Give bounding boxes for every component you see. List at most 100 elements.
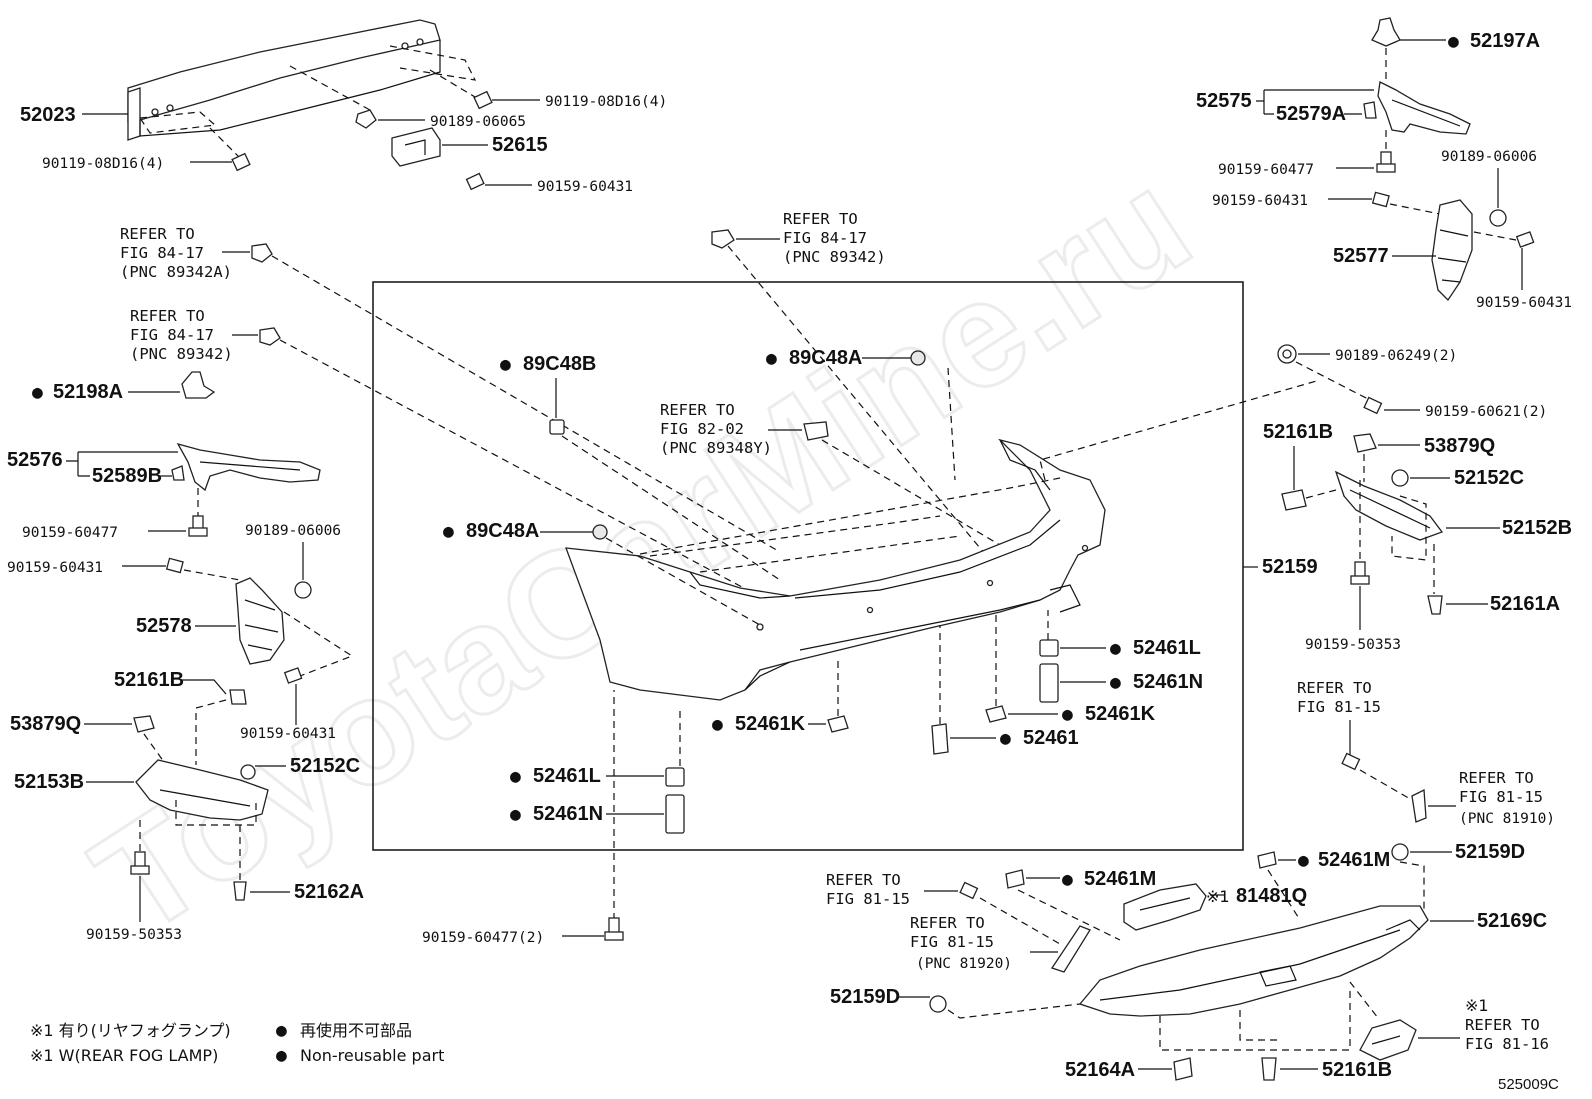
pad-52461k-a[interactable] — [827, 715, 849, 733]
label-90159-60431-right: 90159-60431 — [1212, 193, 1308, 209]
bolt-90159-60431-right[interactable] — [1371, 191, 1390, 208]
label-52579a: 52579A — [1276, 103, 1346, 125]
legend-nonreusable-en: Non-reusable part — [300, 1046, 444, 1065]
clip-52162a[interactable] — [233, 881, 247, 901]
label-90159-60477-2: 90159-60477(2) — [422, 930, 544, 946]
retainer-52576[interactable] — [176, 442, 321, 492]
refer-g-line1: REFER TO — [826, 871, 901, 889]
bolt-fig-81-15-right[interactable] — [1341, 752, 1361, 771]
label-90189-06065: 90189-06065 — [430, 114, 526, 130]
retainer-52198a[interactable] — [181, 371, 216, 399]
refer-f-line1: REFER TO — [1459, 769, 1534, 787]
label-90159-60431-left2: 90159-60431 — [240, 726, 336, 742]
clip-90189-06065[interactable] — [355, 109, 377, 129]
lower-cover-52169c[interactable] — [1078, 905, 1429, 1017]
label-52461l-b: 52461L — [1133, 637, 1201, 659]
bolt-90159-60477-right[interactable] — [1376, 151, 1396, 173]
label-52152c-right: 52152C — [1454, 467, 1524, 489]
nut-89c48b[interactable] — [549, 419, 565, 435]
label-52615: 52615 — [492, 134, 548, 156]
fog-lamp-fig-81-16[interactable] — [1359, 1019, 1417, 1061]
refer-a-line1: REFER TO — [120, 225, 195, 243]
label-90189-06006-right: 90189-06006 — [1441, 149, 1537, 165]
clip-52161b-right[interactable] — [1281, 489, 1307, 511]
bullet-52197a: ● — [1448, 31, 1459, 52]
refer-e-line1: REFER TO — [1297, 679, 1372, 697]
bolt-90119-08d16-right[interactable] — [473, 90, 493, 110]
pad-52461l-a[interactable] — [665, 767, 685, 787]
nut-90189-06006-left[interactable] — [294, 581, 312, 599]
bolt-90159-60477-2[interactable] — [604, 917, 624, 941]
label-90159-60477-left: 90159-60477 — [22, 525, 118, 541]
sensor-clip-89342-left[interactable] — [259, 327, 281, 346]
clip-53879q-right[interactable] — [1353, 433, 1377, 453]
clip-52589b[interactable] — [171, 465, 185, 481]
pad-52461m-right[interactable] — [1257, 851, 1277, 869]
pad-52461l-b[interactable] — [1039, 639, 1059, 657]
bolt-90159-50353-right[interactable] — [1350, 561, 1370, 585]
bracket-52577[interactable] — [1431, 199, 1473, 302]
bolt-90159-60621[interactable] — [1363, 396, 1383, 415]
bumper-cover-52159[interactable] — [565, 438, 1106, 701]
pad-52461[interactable] — [931, 723, 949, 755]
refer-c-line3: (PNC 89342) — [783, 248, 886, 266]
retainer-52197a[interactable] — [1371, 17, 1401, 47]
label-52461l-a: 52461L — [533, 765, 601, 787]
bolt-90159-60431-top[interactable] — [465, 172, 485, 191]
pad-52461n-b[interactable] — [1039, 663, 1059, 703]
label-52198a: 52198A — [53, 381, 123, 403]
legend-bullet-jp: ● — [276, 1020, 287, 1041]
label-81481q-prefix: ※1 — [1206, 887, 1230, 906]
clip-52161a[interactable] — [1427, 595, 1443, 615]
bolt-90159-60477-left[interactable] — [188, 515, 208, 537]
reinforcement-52023[interactable] — [127, 19, 441, 141]
clip-52161b-left[interactable] — [229, 689, 247, 705]
nut-89c48a-left[interactable] — [592, 524, 608, 540]
clip-52159d-middle[interactable] — [929, 995, 947, 1013]
label-52589b: 52589B — [92, 465, 162, 487]
label-81481q: 81481Q — [1236, 885, 1307, 907]
clip-53879q-left[interactable] — [133, 715, 155, 733]
clip-52159d-right[interactable] — [1391, 843, 1409, 861]
sensor-clip-89342-top[interactable] — [711, 229, 735, 249]
bracket-52615[interactable] — [391, 127, 441, 167]
nut-90189-06249[interactable] — [1277, 344, 1297, 364]
bullet-89c48b: ● — [500, 354, 511, 375]
retainer-52575[interactable] — [1377, 81, 1471, 135]
sensor-clip-89342a[interactable] — [251, 243, 273, 263]
label-53879q-left: 53879Q — [10, 713, 81, 735]
label-52023: 52023 — [20, 104, 76, 126]
sensor-89348y[interactable] — [803, 421, 829, 441]
label-52162a: 52162A — [294, 881, 364, 903]
clip-52161b-bottom[interactable] — [1261, 1057, 1277, 1081]
bracket-52578[interactable] — [235, 577, 285, 665]
bolt-90159-60431-left[interactable] — [165, 557, 184, 574]
fog-lamp-cover-81481q[interactable] — [1123, 883, 1207, 931]
pad-52461n-a[interactable] — [665, 794, 685, 834]
clip-52579a[interactable] — [1363, 101, 1377, 119]
bumper-seal-52152b[interactable] — [1334, 470, 1444, 541]
label-90119-08d16-right: 90119-08D16(4) — [545, 94, 667, 110]
refer-b-line1: REFER TO — [130, 307, 205, 325]
reflector-81910[interactable] — [1411, 788, 1427, 823]
bumper-seal-52153b[interactable] — [135, 759, 269, 821]
bolt-90119-08d16-left[interactable] — [231, 152, 251, 172]
label-52161b-left: 52161B — [114, 669, 184, 691]
label-52161b-bottom: 52161B — [1322, 1059, 1392, 1081]
pad-52164a[interactable] — [1173, 1057, 1193, 1081]
pad-52461m-middle[interactable] — [1005, 869, 1025, 889]
bolt-90159-60431-left2[interactable] — [283, 667, 303, 684]
pad-52461k-b[interactable] — [985, 705, 1007, 723]
clip-52152c-right[interactable] — [1391, 469, 1409, 487]
nut-90189-06006-right[interactable] — [1489, 209, 1507, 227]
bolt-90159-50353-left[interactable] — [130, 851, 150, 875]
label-52161a: 52161A — [1490, 593, 1560, 615]
reflector-81920[interactable] — [1050, 925, 1091, 973]
label-90159-50353-left: 90159-50353 — [86, 927, 182, 943]
bolt-90159-60431-right2[interactable] — [1515, 231, 1535, 248]
refer-i-line1: REFER TO — [1465, 1016, 1540, 1034]
nut-89c48a-top[interactable] — [910, 350, 926, 366]
clip-52152c-left[interactable] — [240, 764, 256, 780]
bolt-fig-81-15-middle[interactable] — [959, 881, 979, 900]
